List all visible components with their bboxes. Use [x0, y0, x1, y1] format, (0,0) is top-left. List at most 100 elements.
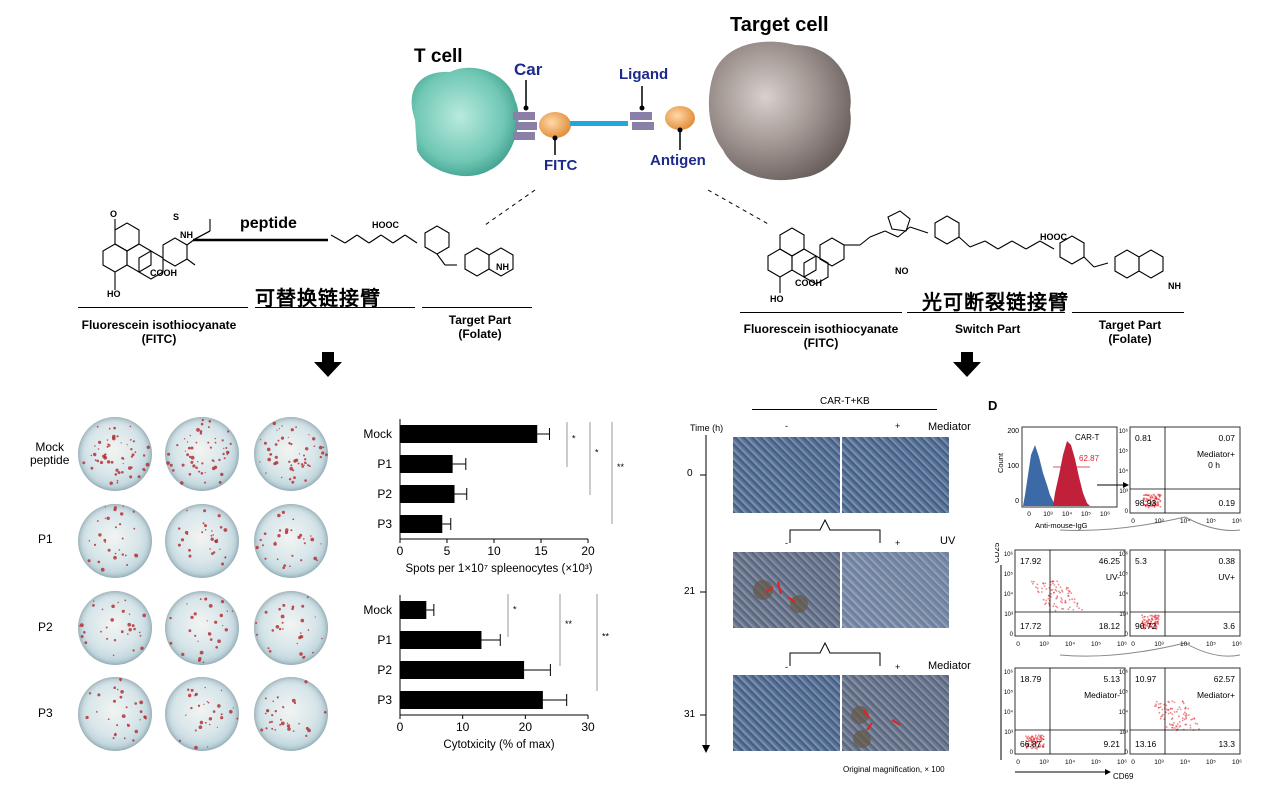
flow-event	[1161, 708, 1164, 711]
x-tick-label: 5	[444, 544, 451, 558]
flow-event	[1157, 502, 1159, 505]
col-plus-3: +	[895, 662, 901, 672]
flow-event	[1042, 582, 1044, 584]
flow-event	[1169, 707, 1172, 710]
flow-event	[1184, 723, 1187, 726]
flow-event	[1158, 711, 1161, 714]
flow-event	[1064, 601, 1066, 604]
flow-event	[1025, 739, 1027, 742]
flow-event	[1053, 591, 1056, 594]
dish-spots	[259, 421, 328, 484]
flow-y-tick: 0	[1010, 632, 1014, 638]
flow-event	[1151, 618, 1154, 620]
flow-event	[1050, 593, 1052, 595]
fitc-label: FITC	[544, 157, 578, 174]
cd25-label: CD25	[995, 542, 1001, 563]
flow-y-tick: 10⁶	[1119, 669, 1129, 676]
time-21: 21	[684, 586, 696, 597]
flow-event	[1045, 588, 1048, 590]
flow-event	[1173, 701, 1176, 704]
x-tick-label: 0	[397, 720, 404, 734]
x-axis-label: Cytotxicity (% of max)	[443, 739, 554, 751]
flow-event	[1150, 621, 1152, 623]
flow-event	[1071, 598, 1074, 600]
flow-event	[1067, 595, 1069, 597]
bar-P3	[400, 691, 543, 709]
significance-mark: *	[513, 605, 517, 615]
quadrant-lr: 3.6	[1223, 621, 1235, 631]
micro-image-31h-minus	[733, 675, 840, 751]
left-o-label: O	[110, 209, 118, 219]
mediator-split-bracket	[789, 641, 881, 666]
flow-event	[1184, 707, 1187, 710]
flow-event	[1042, 735, 1045, 738]
flow-event	[1067, 608, 1070, 611]
flow-event	[1056, 596, 1058, 599]
category-label: P2	[377, 487, 392, 501]
right-molecule-structure	[767, 210, 1164, 293]
flow-event	[1050, 596, 1052, 598]
right-down-arrow-icon	[953, 352, 981, 377]
flow-event	[1171, 707, 1174, 710]
flow-event	[1147, 506, 1150, 509]
flow-event	[1173, 722, 1175, 724]
flow-event	[1153, 506, 1156, 508]
flow-event	[1076, 603, 1079, 605]
flow-event	[1182, 713, 1185, 715]
flow-event	[1187, 707, 1190, 710]
elispot-dish	[165, 504, 239, 578]
flow-event	[1196, 723, 1199, 725]
flow-event	[1150, 500, 1152, 503]
flow-event	[1068, 598, 1071, 601]
flow-event	[1154, 504, 1157, 506]
flow-event	[1050, 589, 1053, 591]
flow-event	[1182, 702, 1185, 705]
flow-event	[1146, 494, 1149, 497]
flow-event	[1157, 706, 1160, 709]
target-cell-shape	[708, 41, 851, 181]
flow-event	[1155, 700, 1158, 703]
flow-y-tick: 10⁶	[1004, 551, 1014, 558]
category-label: P1	[377, 457, 392, 471]
flow-event	[1035, 586, 1037, 589]
flow-event	[1043, 743, 1045, 746]
flow-event	[1144, 500, 1147, 502]
quadrant-ul: 17.92	[1020, 556, 1042, 566]
quadrant-ur: 0.07	[1218, 433, 1235, 443]
quadrant-ur: 46.25	[1099, 556, 1121, 566]
flow-event	[1039, 739, 1041, 741]
flow-event	[1047, 597, 1050, 600]
flow-event	[1045, 599, 1047, 602]
flow-event	[1153, 615, 1156, 618]
flow-event	[1178, 721, 1181, 723]
flow-event	[1159, 717, 1162, 720]
flow-x-tick: 10⁴	[1180, 759, 1190, 766]
right-fitc-caption-1: Fluorescein isothiocyanate	[743, 322, 899, 336]
flow-event	[1171, 726, 1174, 729]
category-label: P3	[377, 517, 392, 531]
flow-event	[1147, 621, 1150, 624]
flow-event	[1183, 718, 1186, 721]
flow-event	[1038, 742, 1041, 745]
flow-x-tick: 10⁶	[1117, 641, 1127, 648]
x-tick-label: 20	[519, 720, 533, 734]
row-label-p3: P3	[38, 706, 53, 720]
flow-event	[1171, 723, 1174, 726]
category-label: P2	[377, 663, 392, 677]
left-part2-rule	[255, 307, 415, 308]
x-axis-label: Spots per 1×10⁷ spleenocytes (×10³)	[406, 563, 593, 575]
plot-label: Mediator-	[1084, 690, 1120, 700]
flow-event	[1032, 582, 1034, 585]
flow-event	[1047, 594, 1050, 597]
flow-x-tick: 10³	[1039, 759, 1049, 766]
flow-event	[1168, 723, 1171, 726]
flow-event	[1149, 496, 1152, 499]
flow-event	[1156, 614, 1159, 617]
quadrant-ul: 10.97	[1135, 674, 1157, 684]
flow-event	[1140, 625, 1143, 628]
flow-event	[1031, 735, 1033, 738]
flow-event	[1059, 591, 1061, 594]
flow-event	[1155, 617, 1158, 620]
flow-event	[1058, 590, 1060, 593]
